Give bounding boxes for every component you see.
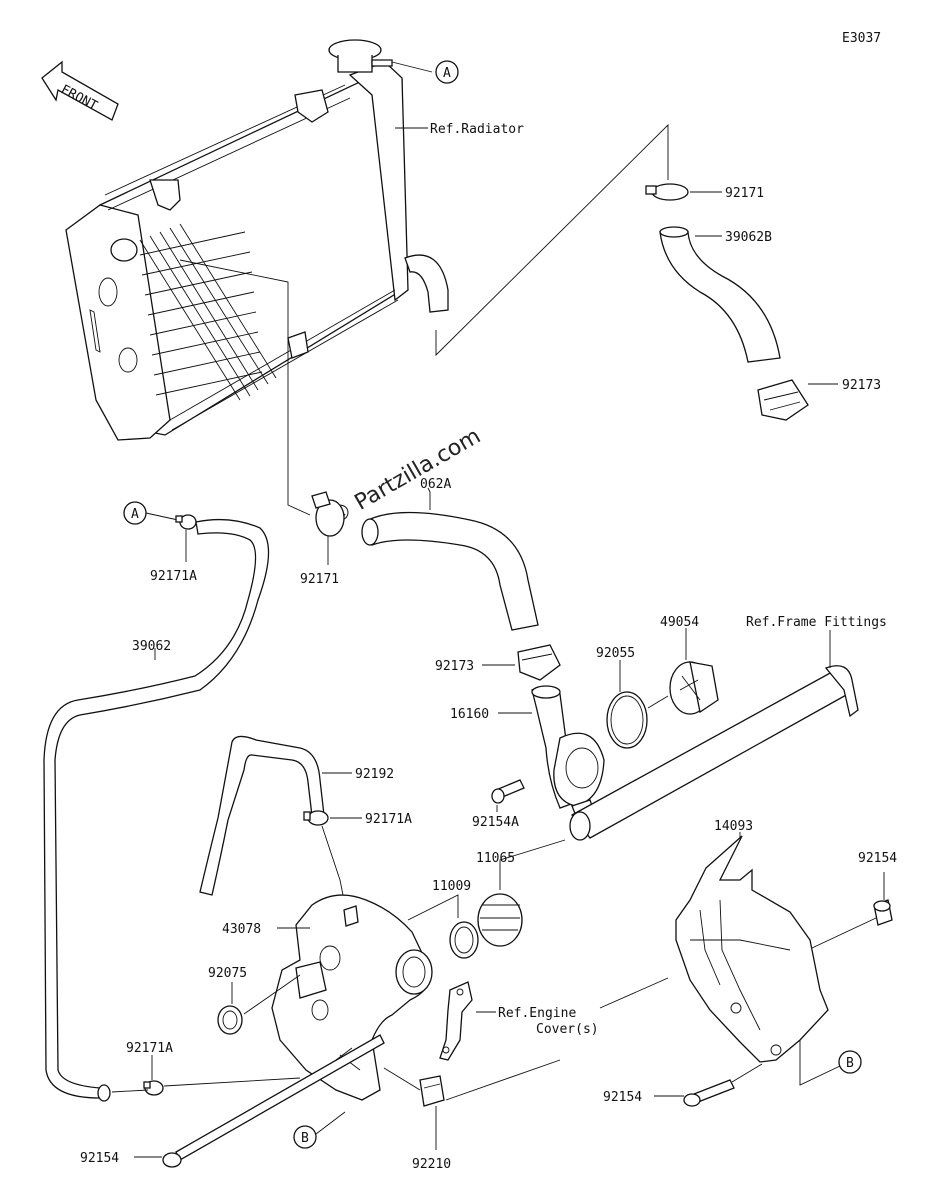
hose-39062b: [659, 226, 781, 363]
water-pump-cover-11065: [477, 893, 523, 947]
engine-cover-bracket: [439, 981, 473, 1061]
label-39062b: 39062B: [725, 230, 772, 245]
clamp-92173-mid: [517, 644, 561, 681]
bolt-92154a: [491, 779, 525, 804]
label-43078: 43078: [222, 922, 261, 937]
label-92154a: 92154A: [472, 815, 519, 830]
label-49054: 49054: [660, 615, 699, 630]
label-14093: 14093: [714, 819, 753, 834]
clamp-92171a-mid: [303, 810, 329, 826]
radiator-assembly: [65, 39, 449, 441]
marker-a-top: A: [435, 60, 459, 84]
label-92154-right: 92154: [858, 851, 897, 866]
front-arrow-icon: FRONT: [41, 60, 119, 121]
water-pump-body-43078: [271, 894, 433, 1101]
figure-code: E3037: [842, 31, 881, 46]
label-92171a-low: 92171A: [126, 1041, 173, 1056]
label-92173-mid: 92173: [435, 659, 474, 674]
label-92173-top: 92173: [842, 378, 881, 393]
marker-a-left: A: [123, 501, 147, 525]
marker-b-left: B: [293, 1125, 317, 1149]
hose-39062: [43, 518, 270, 1102]
label-92154-bottom-right: 92154: [603, 1090, 642, 1105]
bolt-92154-bottom-right: [683, 1079, 735, 1107]
svg-text:A: A: [443, 66, 451, 81]
label-92171a-mid: 92171A: [365, 812, 412, 827]
thermostat-49054: [669, 661, 719, 715]
hose-92192: [199, 735, 325, 896]
label-92192: 92192: [355, 767, 394, 782]
hose-39062a: [361, 511, 539, 631]
clamp-92171-top: [645, 183, 689, 201]
label-92210: 92210: [412, 1157, 451, 1172]
label-92154-bottom-left: 92154: [80, 1151, 119, 1166]
clamp-92173-top: [757, 379, 809, 421]
svg-text:B: B: [846, 1056, 854, 1071]
label-16160: 16160: [450, 707, 489, 722]
cover-14093: [675, 835, 829, 1063]
clamp-92171a-top: [175, 514, 197, 530]
clamp-92171-mid: [311, 491, 345, 537]
bolt-92154-right: [873, 899, 893, 926]
svg-text:A: A: [131, 507, 139, 522]
o-ring-92055: [606, 691, 648, 749]
label-ref-engine-cover-line2: Cover(s): [536, 1022, 599, 1037]
label-ref-frame-fittings: Ref.Frame Fittings: [746, 615, 887, 630]
gasket-11009: [449, 921, 479, 959]
frame-tube: [569, 665, 859, 841]
label-11009: 11009: [432, 879, 471, 894]
label-11065: 11065: [476, 851, 515, 866]
marker-b-right: B: [838, 1050, 862, 1074]
label-39062: 39062: [132, 639, 171, 654]
label-92171-mid: 92171: [300, 572, 339, 587]
label-ref-radiator: Ref.Radiator: [430, 122, 524, 137]
label-92171-top: 92171: [725, 186, 764, 201]
clamp-92171a-low: [143, 1080, 164, 1096]
svg-text:B: B: [301, 1131, 309, 1146]
grommet-92075: [217, 1005, 243, 1035]
label-39062a: 062A: [420, 477, 451, 492]
water-pipe-16160: [531, 685, 605, 817]
bolt-92154-bottom-left: [162, 1034, 385, 1168]
label-ref-engine-cover-line1: Ref.Engine: [498, 1006, 576, 1021]
label-92075: 92075: [208, 966, 247, 981]
clip-92210: [419, 1075, 445, 1107]
label-92055: 92055: [596, 646, 635, 661]
label-92171a-top: 92171A: [150, 569, 197, 584]
